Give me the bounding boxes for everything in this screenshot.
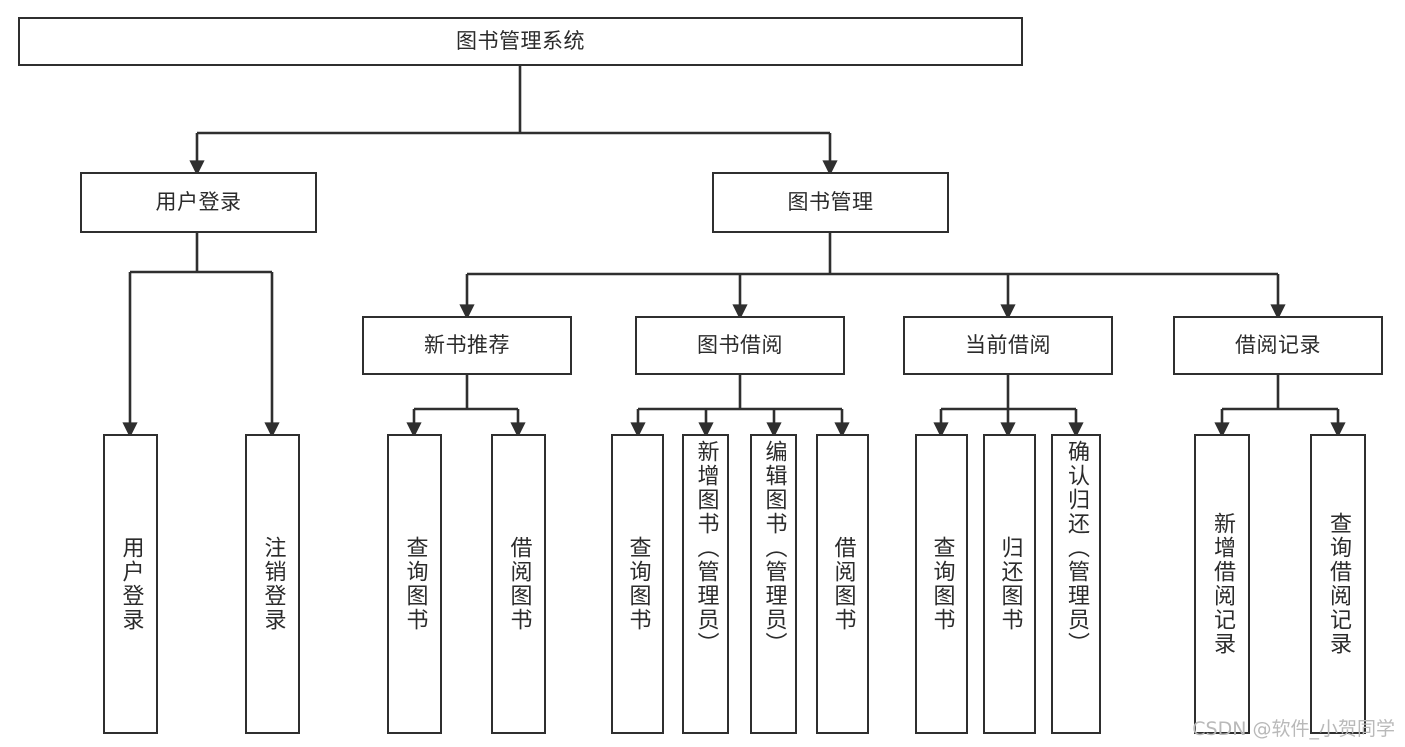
node-leaf-query-record[interactable]: 查询借阅记录: [1310, 434, 1366, 734]
node-current-borrow[interactable]: 当前借阅: [903, 316, 1113, 375]
node-leaf-query-books-1-label: 查询图书: [402, 536, 428, 632]
node-leaf-logout[interactable]: 注销登录: [245, 434, 300, 734]
node-leaf-query-books-3[interactable]: 查询图书: [915, 434, 968, 734]
node-leaf-return-book[interactable]: 归还图书: [983, 434, 1036, 734]
node-leaf-query-books-1[interactable]: 查询图书: [387, 434, 442, 734]
node-root[interactable]: 图书管理系统: [18, 17, 1023, 66]
node-leaf-borrow-books-1[interactable]: 借阅图书: [491, 434, 546, 734]
node-root-label: 图书管理系统: [456, 29, 585, 54]
watermark-text: CSDN @软件_小贺同学: [1192, 718, 1395, 740]
node-leaf-add-book[interactable]: 新增图书（管理员）: [682, 434, 729, 734]
node-leaf-logout-label: 注销登录: [260, 536, 286, 632]
node-leaf-add-record[interactable]: 新增借阅记录: [1194, 434, 1250, 734]
node-leaf-query-books-3-label: 查询图书: [929, 536, 955, 632]
node-leaf-user-login-label: 用户登录: [118, 536, 144, 632]
node-leaf-return-book-label: 归还图书: [997, 536, 1023, 632]
node-leaf-borrow-books-2-label: 借阅图书: [830, 536, 856, 632]
node-borrow-record[interactable]: 借阅记录: [1173, 316, 1383, 375]
node-leaf-confirm-return-label: 确认归还（管理员）: [1064, 440, 1089, 656]
node-leaf-add-book-label: 新增图书（管理员）: [693, 440, 719, 656]
node-new-book-recommend-label: 新书推荐: [424, 333, 510, 358]
node-borrow-record-label: 借阅记录: [1235, 333, 1321, 358]
node-leaf-query-books-2[interactable]: 查询图书: [611, 434, 664, 734]
node-leaf-query-record-label: 查询借阅记录: [1326, 512, 1351, 656]
node-user-login-label: 用户登录: [155, 190, 242, 215]
node-book-management-label: 图书管理: [787, 190, 874, 215]
node-user-login[interactable]: 用户登录: [80, 172, 317, 233]
node-new-book-recommend[interactable]: 新书推荐: [362, 316, 572, 375]
node-leaf-user-login[interactable]: 用户登录: [103, 434, 158, 734]
node-leaf-borrow-books-1-label: 借阅图书: [506, 536, 532, 632]
node-leaf-query-books-2-label: 查询图书: [625, 536, 651, 632]
node-book-borrow[interactable]: 图书借阅: [635, 316, 845, 375]
node-leaf-edit-book-label: 编辑图书（管理员）: [761, 440, 787, 656]
node-leaf-add-record-label: 新增借阅记录: [1210, 512, 1235, 656]
node-leaf-borrow-books-2[interactable]: 借阅图书: [816, 434, 869, 734]
node-current-borrow-label: 当前借阅: [965, 333, 1051, 358]
node-book-management[interactable]: 图书管理: [712, 172, 949, 233]
node-book-borrow-label: 图书借阅: [697, 333, 783, 358]
node-leaf-edit-book[interactable]: 编辑图书（管理员）: [750, 434, 797, 734]
node-leaf-confirm-return[interactable]: 确认归还（管理员）: [1051, 434, 1101, 734]
